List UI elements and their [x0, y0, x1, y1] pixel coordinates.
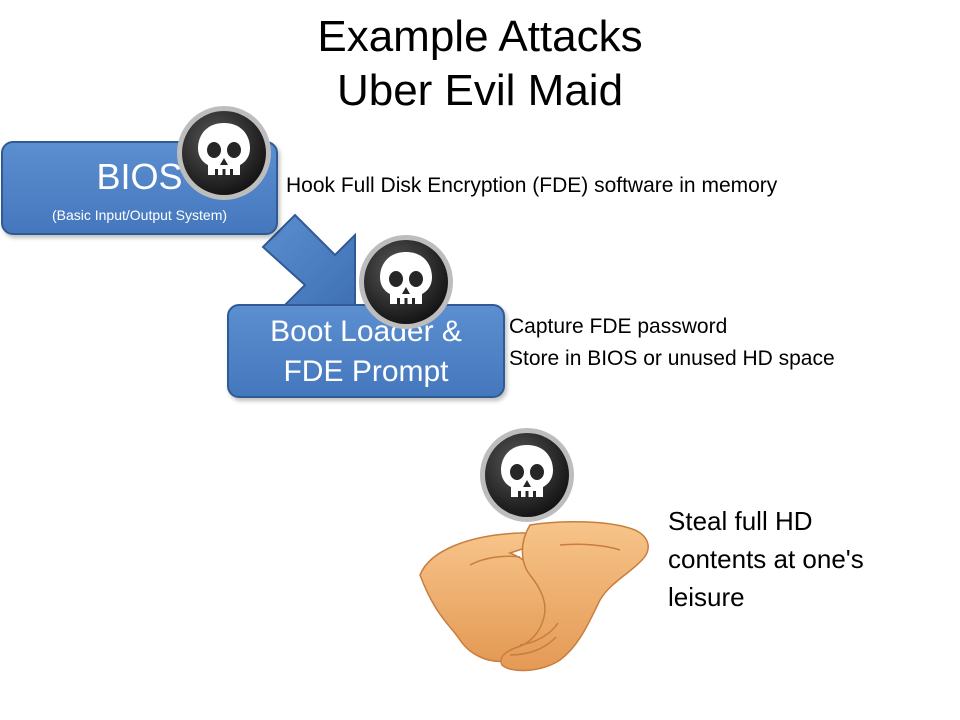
title-line-1: Example Attacks — [317, 12, 643, 61]
boot-description-line-1: Capture FDE password — [509, 315, 728, 338]
boot-description-line-2: Store in BIOS or unused HD space — [509, 347, 835, 370]
skull-icon — [480, 428, 574, 522]
bios-label: BIOS — [96, 156, 183, 197]
down-right-arrow-icon — [261, 213, 356, 306]
bios-description: Hook Full Disk Encryption (FDE) software… — [286, 174, 778, 197]
skull-icon — [177, 106, 271, 200]
slide-title: Example Attacks Uber Evil Maid — [0, 10, 960, 118]
steal-line-3: leisure — [668, 582, 745, 612]
skull-icon — [359, 235, 453, 329]
bios-sublabel: (Basic Input/Output System) — [51, 207, 228, 223]
title-line-2: Uber Evil Maid — [336, 66, 624, 115]
steal-description: Steal full HD contents at one's leisure — [668, 502, 864, 616]
boot-loader-description: Capture FDE password Store in BIOS or un… — [509, 311, 835, 375]
hands-illustration — [419, 521, 649, 672]
boot-loader-label-line-2: FDE Prompt — [283, 355, 449, 388]
steal-line-2: contents at one's — [668, 544, 864, 574]
steal-line-1: Steal full HD — [668, 506, 813, 536]
